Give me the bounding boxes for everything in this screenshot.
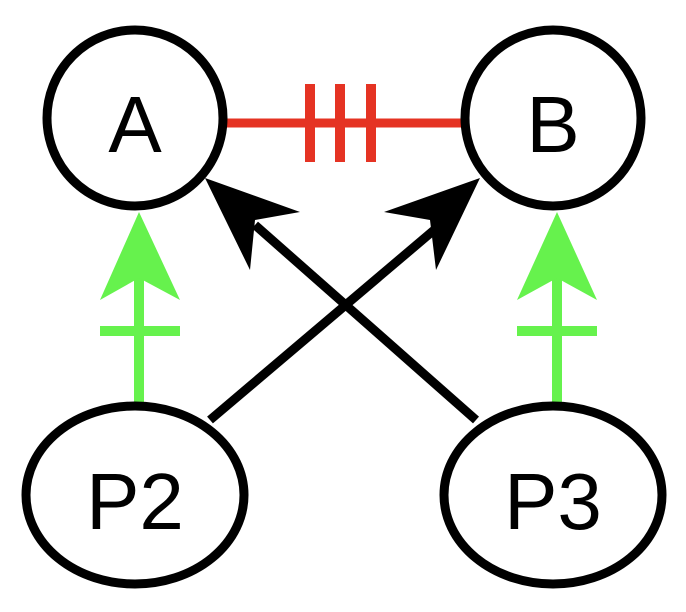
edge-a-b	[226, 84, 462, 162]
node-p3-label: P3	[504, 457, 602, 546]
node-b[interactable]: B	[460, 25, 646, 211]
node-p2-label: P2	[86, 457, 184, 546]
edge-p2-b-arrowhead	[384, 178, 480, 270]
edge-a-b-bar-2	[335, 84, 345, 162]
node-a-label: A	[108, 80, 162, 169]
edge-p3-a	[205, 178, 479, 424]
edge-p2-a-arrowhead	[100, 212, 180, 300]
edge-p3-a-arrowhead	[205, 178, 300, 270]
edge-a-b-bar-1	[305, 84, 315, 162]
edge-p3-b-arrowhead	[517, 212, 597, 300]
node-p2[interactable]: P2	[21, 401, 249, 589]
edge-a-b-bar-3	[366, 84, 376, 162]
node-b-label: B	[526, 80, 579, 169]
edge-p2-b	[207, 178, 480, 424]
node-p3[interactable]: P3	[439, 401, 667, 589]
edge-p2-a	[100, 212, 180, 403]
node-a[interactable]: A	[42, 25, 228, 211]
edge-p3-b	[517, 212, 597, 403]
